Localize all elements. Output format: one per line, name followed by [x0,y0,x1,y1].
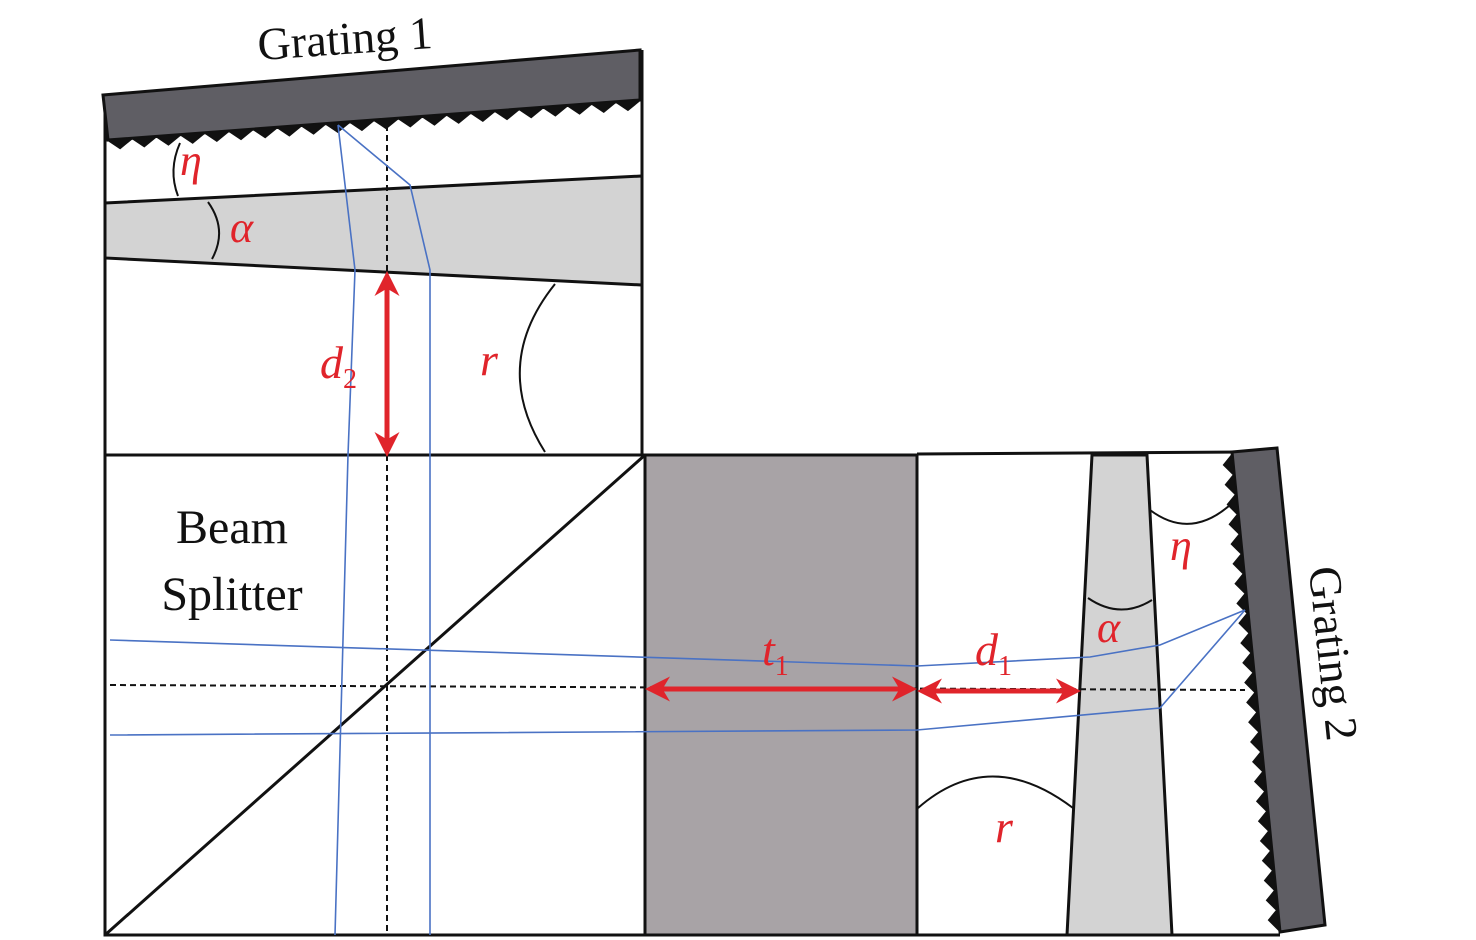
beam-splitter-label-line1: Beam [176,501,288,554]
beam-vertical-right [337,124,431,935]
r-label-top: r [480,334,499,385]
alpha-label-right: α [1097,603,1121,652]
eta-arc-right [1149,504,1231,525]
grating-1-label: Grating 1 [256,7,434,70]
beam-horizontal-upper [109,609,1246,667]
r-label-bottom: r [995,801,1014,852]
beam-splitter-diagonal [104,453,646,937]
d2-label: d2 [320,337,357,395]
grating-tooth-row [1222,454,1280,931]
eta-label-right: η [1170,521,1192,570]
grating-1-teeth [107,99,641,150]
d2-subscript: 2 [343,364,357,395]
d1-main: d [975,624,999,675]
beam-splitter-label-line2: Splitter [161,568,302,621]
t1-subscript: 1 [775,651,789,682]
d2-main: d [320,337,344,388]
alpha-arc-top [207,201,221,260]
grating-2-teeth [1222,454,1280,931]
r-arc-bottom [917,775,1074,809]
grating-2-label: Grating 2 [1299,564,1368,743]
glass-slab [643,453,919,937]
beam-paths [109,124,1246,936]
right-box-top-edge [916,450,1246,456]
top-wedge [103,174,644,287]
eta-arc-top [172,142,181,197]
grating-tooth-row [107,99,641,150]
beam-vertical-left [334,124,356,936]
eta-label-top: η [180,136,202,185]
d1-subscript: 1 [998,651,1012,682]
d1-label: d1 [975,624,1012,682]
r-arc-top [518,283,556,453]
alpha-arc-right [1087,597,1153,611]
t1-main: t [762,624,776,675]
right-wedge [1065,453,1174,937]
grating-1 [101,48,642,142]
alpha-label-top: α [230,203,254,252]
beam-horizontal-lower [109,609,1246,736]
grating-2 [1230,446,1327,934]
t1-label: t1 [762,624,789,682]
